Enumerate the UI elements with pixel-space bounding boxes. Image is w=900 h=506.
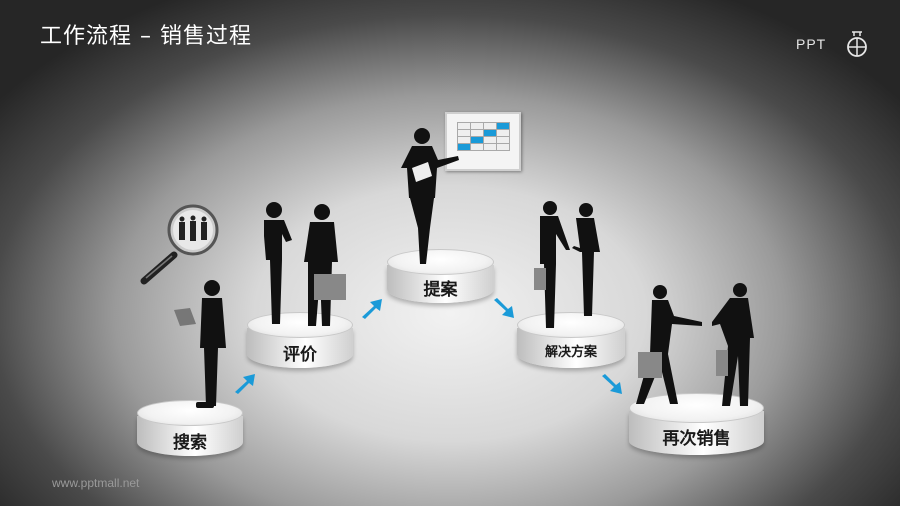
woman-presenting-figure bbox=[401, 128, 459, 264]
step-pedestal-proposal: 提案 bbox=[387, 249, 494, 303]
step-label: 提案 bbox=[423, 280, 458, 300]
schedule-board-icon bbox=[445, 112, 521, 171]
step-label: 再次销售 bbox=[662, 429, 731, 449]
arrow-up-right-icon bbox=[362, 299, 382, 319]
page-title: 工作流程 – 销售过程 bbox=[40, 24, 252, 49]
step-label: 解决方案 bbox=[544, 345, 597, 360]
arrow-down-right-icon bbox=[602, 374, 622, 394]
step-label: 评价 bbox=[283, 345, 317, 365]
two-men-handshake-walking-figure bbox=[636, 283, 754, 406]
man-with-laptop-figure bbox=[174, 280, 226, 408]
two-men-handshake-figure bbox=[534, 201, 600, 328]
step-label: 搜索 bbox=[173, 433, 207, 453]
logo-text: PPT bbox=[796, 36, 827, 52]
step-pedestal-resale: 再次销售 bbox=[629, 393, 764, 455]
ppt-mall-logo-icon bbox=[847, 31, 867, 57]
magnifying-glass-people-icon bbox=[140, 204, 219, 285]
arrow-up-right-icon bbox=[235, 374, 255, 394]
step-pedestal-search: 搜索 bbox=[137, 400, 243, 456]
step-pedestal-evaluate: 评价 bbox=[247, 312, 353, 368]
arrow-down-right-icon bbox=[494, 298, 514, 318]
watermark-text: www.pptmall.net bbox=[52, 476, 140, 490]
step-pedestal-solution: 解决方案 bbox=[517, 312, 625, 368]
two-men-talking-figure bbox=[264, 202, 346, 326]
